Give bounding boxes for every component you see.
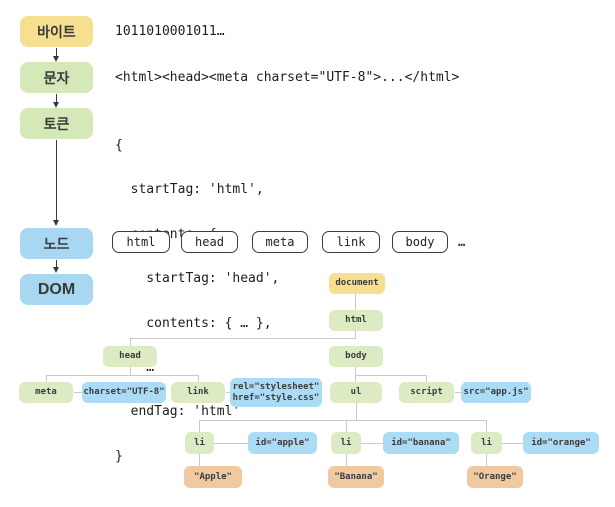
connector-to-li-banana: [346, 420, 347, 432]
arrowhead-bytes-to-chars-icon: [53, 56, 59, 62]
stage-characters: 문자: [20, 62, 93, 93]
tree-text-banana: "Banana": [328, 466, 384, 488]
connector-head-children: [46, 375, 198, 376]
tree-attr-meta-charset: charset="UTF-8": [82, 382, 166, 403]
stage-bytes: 바이트: [20, 16, 93, 47]
node-item-html: html: [112, 231, 170, 253]
connector-body-to-ul: [355, 367, 356, 382]
connector-meta-attr: [74, 392, 82, 393]
connector-li-orange-attr: [502, 443, 523, 444]
token-line: }: [115, 448, 123, 464]
tree-node-li-orange: li: [471, 432, 502, 454]
connector-to-script: [426, 375, 427, 382]
connector-ul-branch: [356, 403, 357, 420]
connector-to-link: [198, 375, 199, 382]
tree-text-apple: "Apple": [184, 466, 242, 488]
token-line: startTag: 'head',: [115, 271, 280, 287]
connector-head-branch: [130, 367, 131, 375]
tree-node-link: link: [171, 382, 225, 403]
arrowhead-nodes-to-dom-icon: [53, 267, 59, 273]
connector-li-banana-attr: [361, 443, 383, 444]
tree-node-li-apple: li: [185, 432, 214, 454]
arrow-chars-to-tokens: [56, 94, 57, 102]
token-line: startTag: 'html',: [115, 182, 264, 198]
connector-script-attr: [455, 392, 461, 393]
connector-link-attr: [226, 392, 232, 393]
token-line: {: [115, 138, 123, 153]
connector-body-children: [355, 375, 426, 376]
arrow-tokens-to-nodes: [56, 140, 57, 220]
connector-to-head: [130, 338, 131, 346]
arrowhead-tokens-to-nodes-icon: [53, 220, 59, 226]
token-line: contents: { … },: [115, 315, 272, 331]
tree-node-li-banana: li: [331, 432, 361, 454]
tree-text-orange: "Orange": [467, 466, 523, 488]
node-item-head: head: [181, 231, 238, 253]
connector-li-orange-text: [486, 454, 487, 466]
connector-to-meta: [46, 375, 47, 382]
tree-node-meta: meta: [19, 382, 73, 403]
node-item-body: body: [392, 231, 448, 253]
connector-li-apple-attr: [214, 443, 248, 444]
token-line: …: [115, 360, 155, 376]
arrowhead-chars-to-tokens-icon: [53, 102, 59, 108]
connector-to-li-apple: [199, 420, 200, 432]
connector-document-html: [355, 294, 356, 310]
bytes-example: 1011010001011…: [115, 24, 225, 39]
stage-dom: DOM: [20, 274, 93, 305]
connector-li-banana-text: [346, 454, 347, 466]
characters-example: <html><head><meta charset="UTF-8">...</h…: [115, 70, 460, 85]
connector-to-li-orange: [486, 420, 487, 432]
token-line: endTag: 'html': [115, 404, 241, 420]
connector-html-children: [130, 338, 356, 339]
node-item-link: link: [322, 231, 380, 253]
arrow-bytes-to-chars: [56, 48, 57, 56]
tree-attr-link-rel-href: rel="stylesheet" href="style.css": [230, 378, 322, 407]
tree-node-script: script: [399, 382, 454, 403]
node-row-ellipsis: …: [458, 235, 466, 249]
tree-attr-id-banana: id="banana": [383, 432, 459, 454]
tree-node-ul: ul: [330, 382, 382, 403]
stage-tokens: 토큰: [20, 108, 93, 139]
connector-ul-children: [199, 420, 486, 421]
tree-attr-id-orange: id="orange": [523, 432, 599, 454]
tree-node-html: html: [329, 310, 383, 331]
tree-attr-id-apple: id="apple": [248, 432, 317, 454]
connector-li-apple-text: [199, 454, 200, 466]
tree-node-head: head: [103, 346, 157, 367]
connector-html-branch: [355, 331, 356, 338]
node-item-meta: meta: [252, 231, 308, 253]
arrow-nodes-to-dom: [56, 260, 57, 267]
tree-attr-script-src: src="app.js": [461, 382, 531, 403]
tree-node-body: body: [329, 346, 383, 367]
stage-nodes: 노드: [20, 228, 93, 259]
tree-node-document: document: [329, 273, 385, 294]
